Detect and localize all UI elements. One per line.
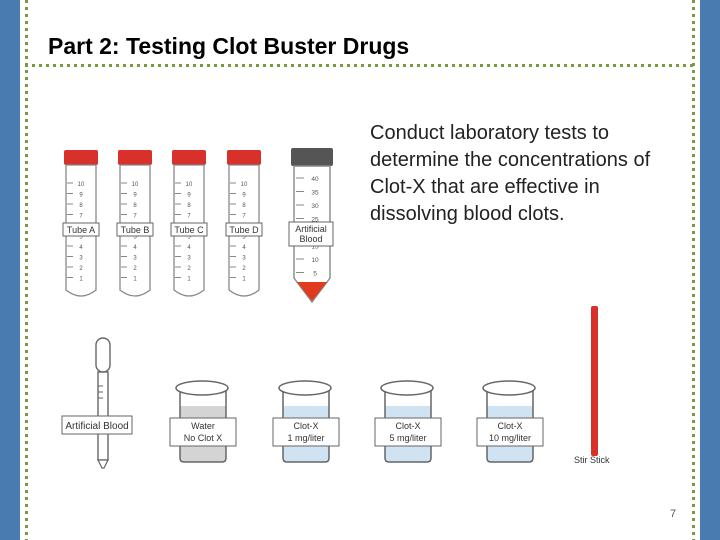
beaker: Clot-X 1 mg/liter [272,380,340,463]
right-dashed-border [692,0,695,540]
tube-scale-tick: 4 [79,245,83,251]
big-tube-scale-tick: 30 [311,203,319,210]
tube-scale-tick: 1 [187,277,191,283]
tube-scale-tick: 9 [79,193,83,199]
beaker-label-line2: 5 mg/liter [389,433,426,443]
page-number: 7 [670,508,677,520]
tube-scale-tick: 1 [133,277,137,283]
right-decorative-band [700,0,720,540]
tube-scale-tick: 4 [133,245,137,251]
tube-label: Tube B [121,225,150,235]
tube-scale-tick: 5 [187,235,191,241]
tube-label: Tube A [67,225,95,235]
tube-scale-tick: 10 [241,182,248,188]
beaker-lid [278,380,332,396]
tube-scale-tick: 8 [133,203,137,209]
left-decorative-band [0,0,20,540]
test-tube-rack: 10987654321Tube A10987654321Tube B109876… [62,150,263,297]
pipette: Artificial Blood [61,337,133,469]
stir-stick: Stir Stick [574,306,610,465]
tube-scale-tick: 8 [187,203,191,209]
tube-scale-tick: 3 [79,256,83,262]
beaker-label-line1: Clot-X [293,421,318,431]
tube-scale-tick: 3 [242,256,246,262]
tube-scale-tick: 9 [187,193,191,199]
tube-scale-tick: 9 [242,193,246,199]
dark-cap [291,148,333,166]
beaker-label-line1: Clot-X [497,421,522,431]
tube-scale-tick: 2 [242,266,246,272]
pipette-bulb [95,337,111,373]
tube-scale-tick: 7 [79,214,83,220]
big-tube-scale-tick: 15 [311,244,319,251]
beaker-lid [482,380,536,396]
tube-scale-tick: 10 [78,182,85,188]
tube-scale-tick: 5 [133,235,137,241]
beaker-label-line1: Clot-X [395,421,420,431]
red-cap [118,150,152,165]
tube-scale-tick: 1 [242,277,246,283]
tube-scale-tick: 8 [242,203,246,209]
tube-scale-tick: 2 [133,266,137,272]
slide-body-text: Conduct laboratory tests to determine th… [370,122,651,225]
tube-scale-tick: 8 [79,203,83,209]
big-tube-scale-tick: 40 [311,176,319,183]
tube-scale-tick: 3 [187,256,191,262]
test-tube: 10987654321Tube C [170,150,208,297]
slide-title: Part 2: Testing Clot Buster Drugs [48,33,410,59]
red-cap [172,150,206,165]
red-cap [64,150,98,165]
beaker: Clot-X 5 mg/liter [374,380,442,463]
tube-scale-tick: 7 [242,214,246,220]
red-tip [297,282,327,301]
beaker: Clot-X 10 mg/liter [476,380,544,463]
big-tube-scale-tick: 35 [311,190,319,197]
tube-scale-tick: 10 [186,182,193,188]
test-tube: 10987654321Tube B [116,150,154,297]
test-tube: 10987654321Tube A [62,150,100,297]
beaker-lid [380,380,434,396]
tube-scale-tick: 9 [133,193,137,199]
beaker-row: Water No Clot X Clot-X 1 mg/liter Clot-X 5 mg… [169,380,544,463]
red-cap [227,150,261,165]
artificial-blood-label-1: Artificial [295,224,327,234]
tube-scale-tick: 5 [242,235,246,241]
tube-scale-tick: 1 [79,277,83,283]
tube-scale-tick: 5 [79,235,83,241]
tube-scale-tick: 4 [187,245,191,251]
beaker-label-line2: No Clot X [184,433,223,443]
beaker-label-line2: 1 mg/liter [287,433,324,443]
tube-scale-tick: 4 [242,245,246,251]
tube-label: Tube D [229,225,259,235]
stir-stick-label: Stir Stick [574,455,610,465]
big-tube-scale-tick: 25 [311,217,319,224]
tube-scale-tick: 7 [133,214,137,220]
left-dashed-border [25,0,28,540]
artificial-blood-tube: 403530252015105 Artificial Blood [288,148,334,304]
tube-scale-tick: 2 [79,266,83,272]
tube-label: Tube C [174,225,204,235]
tube-scale-tick: 10 [132,182,139,188]
test-tube: 10987654321Tube D [225,150,263,297]
beaker-lid [175,380,229,396]
artificial-blood-label-2: Blood [299,234,322,244]
big-tube-scale-tick: 10 [311,257,319,264]
pipette-label: Artificial Blood [65,421,128,432]
big-tube-scale-tick: 5 [313,271,317,278]
beaker-label-line2: 10 mg/liter [489,433,531,443]
title-divider [25,64,695,67]
tube-scale-tick: 7 [187,214,191,220]
tube-scale-tick: 3 [133,256,137,262]
beaker-label-line1: Water [191,421,215,431]
beaker: Water No Clot X [169,380,237,463]
tube-scale-tick: 2 [187,266,191,272]
